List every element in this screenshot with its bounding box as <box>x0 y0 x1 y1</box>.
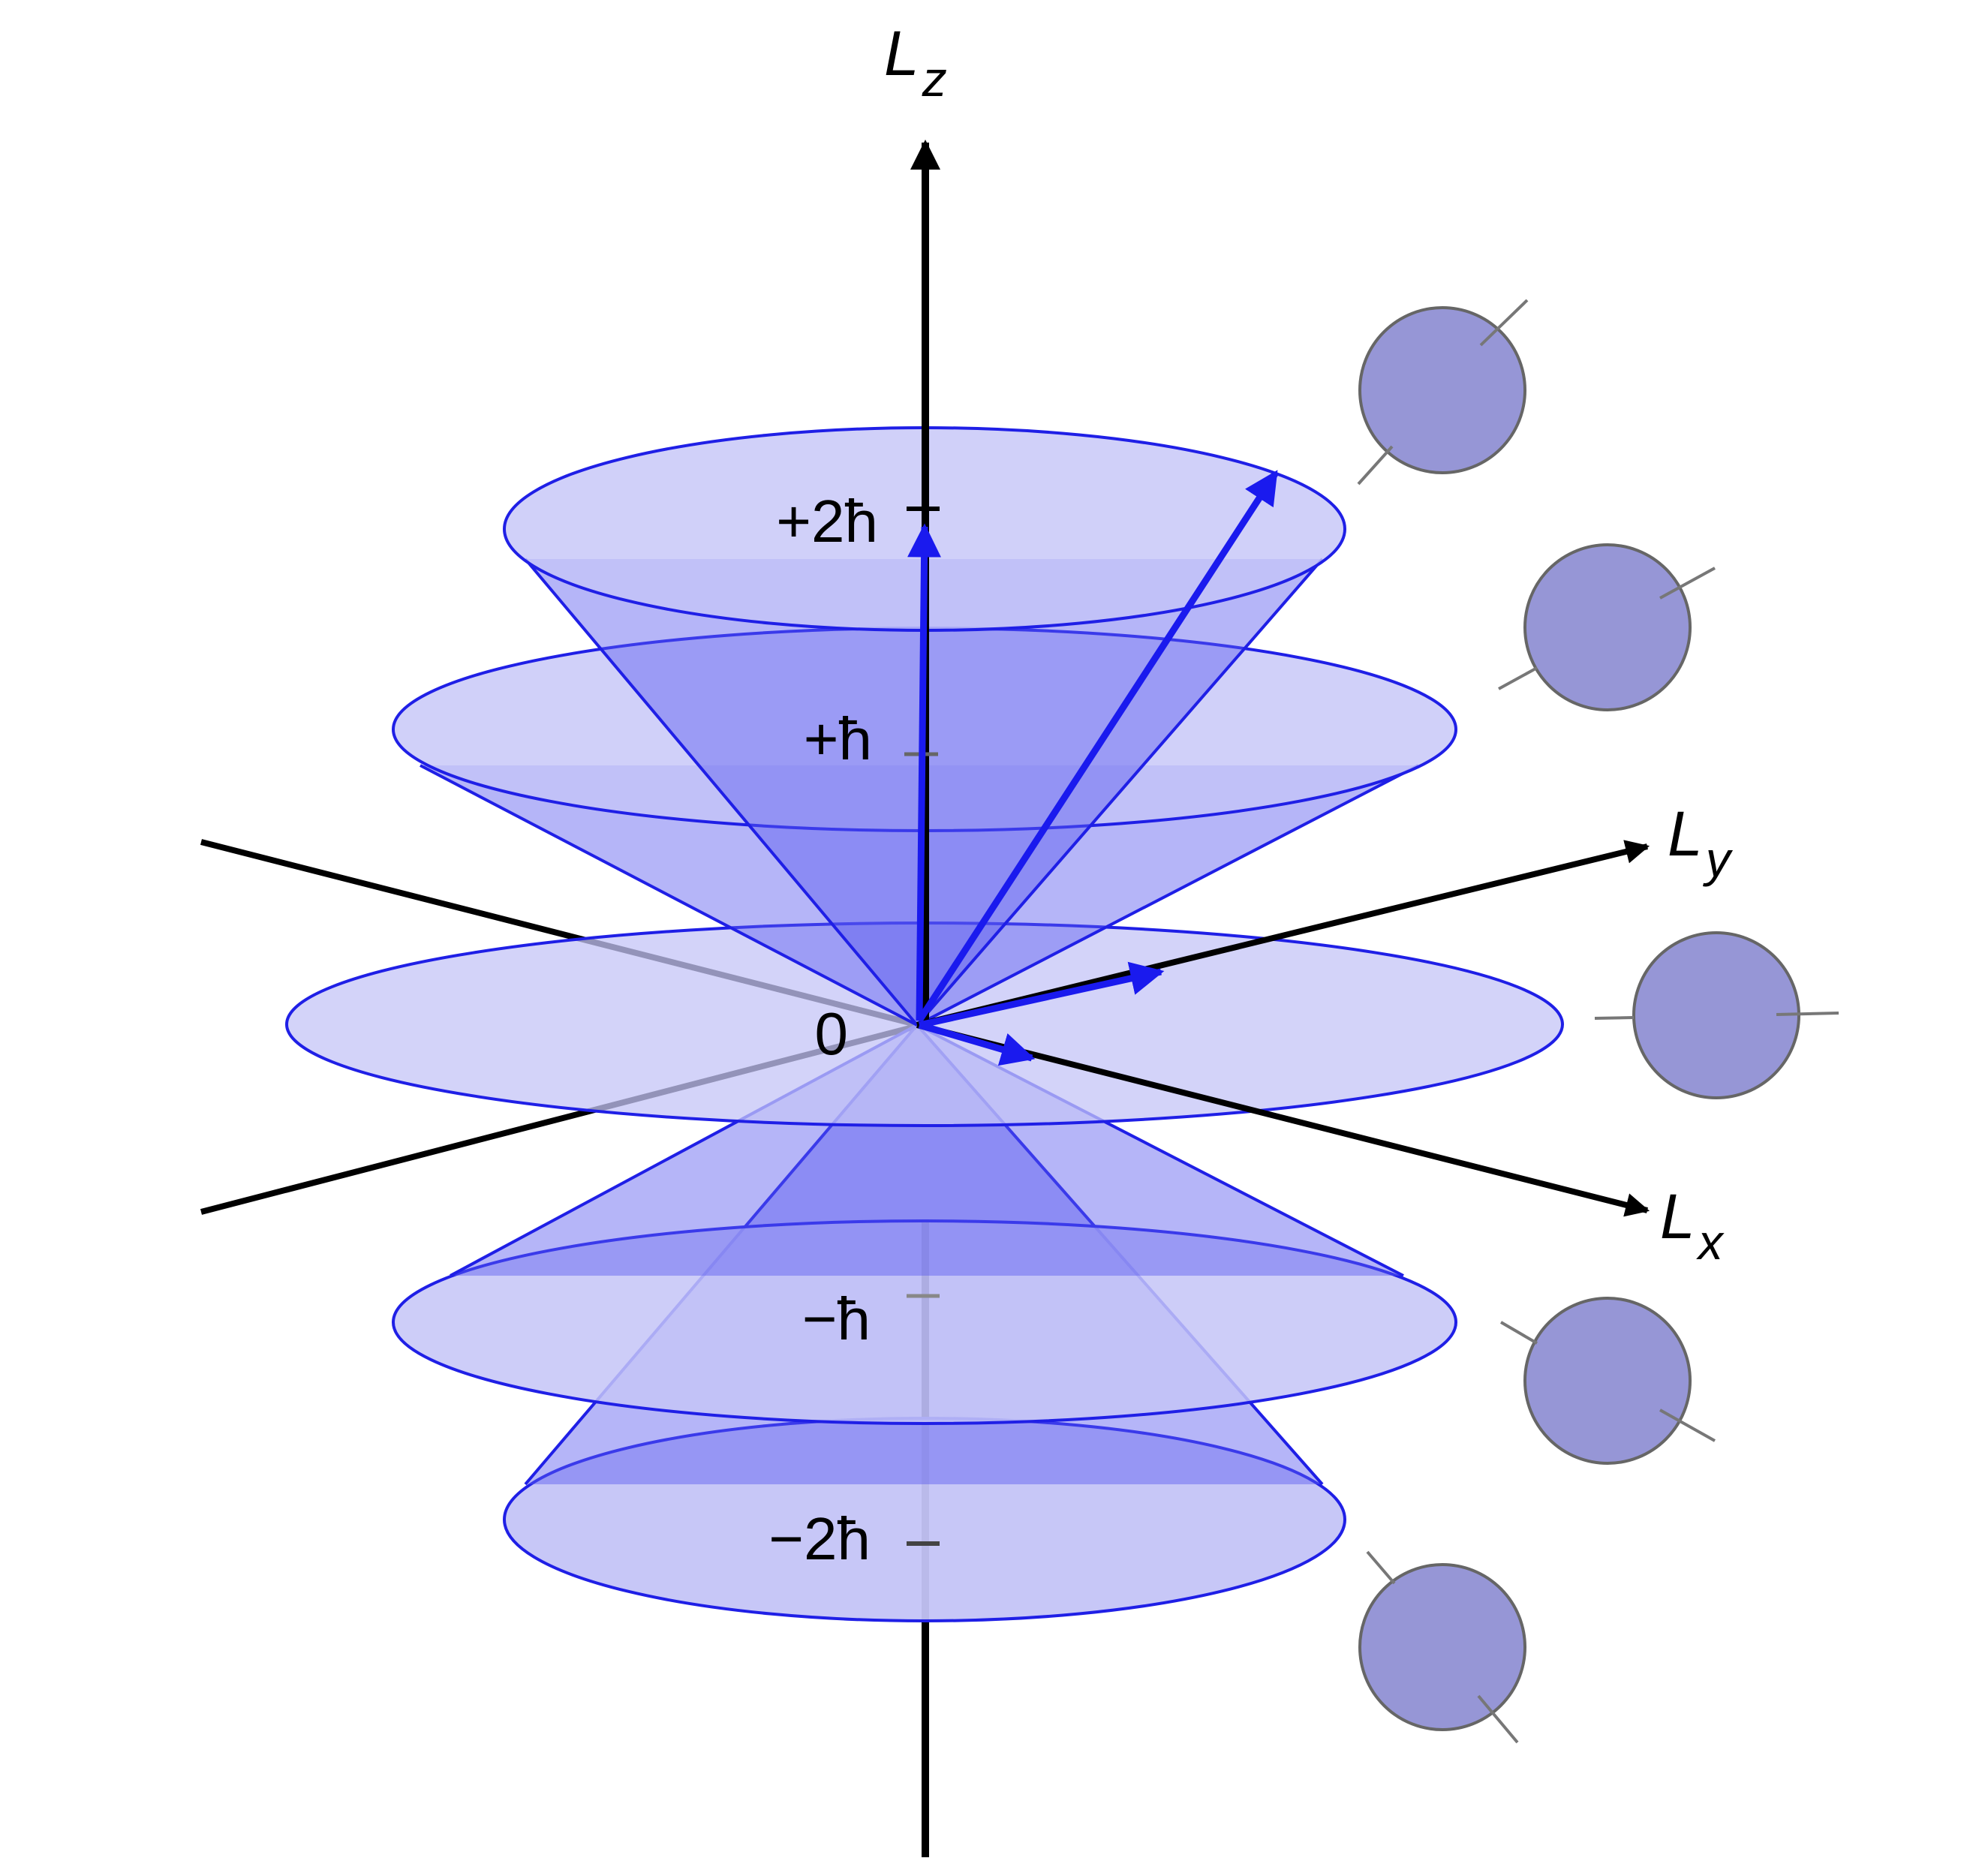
lx-axis-front <box>916 1022 1650 1217</box>
level-label-zero: 0 <box>815 1000 849 1067</box>
vector-m-plus-2 <box>907 523 942 1021</box>
particle-m-minus-2 <box>1358 1550 1526 1744</box>
cone-m-minus-1 <box>450 1025 1403 1276</box>
level-label-plus-1: +ħ <box>804 705 872 772</box>
particle-m-plus-1 <box>1498 543 1716 711</box>
particle-m-plus-2 <box>1357 299 1529 486</box>
particle-m-0 <box>1594 931 1839 1099</box>
level-label-minus-1: −ħ <box>802 1285 871 1352</box>
ly-axis-label: Ly <box>1668 798 1734 887</box>
disk-m-minus-1 <box>392 1219 1457 1425</box>
vector-m-0-x <box>918 1021 1036 1066</box>
vector-m-0-y <box>919 961 1165 1029</box>
cone-m-plus-2-edge-left <box>524 558 919 1027</box>
cone-m-plus-2-edge-right <box>916 558 1324 1027</box>
level-label-plus-2: +2ħ <box>776 488 878 555</box>
cone-m-plus-1-edge-right <box>916 764 1419 1027</box>
cone-m-plus-1-edge-left <box>420 764 918 1027</box>
lz-axis-label: Lz <box>884 18 947 107</box>
vector-m-plus-1 <box>916 470 1279 1023</box>
lx-axis-label: Lx <box>1660 1181 1725 1270</box>
level-label-minus-2: −2ħ <box>768 1505 871 1572</box>
particle-m-minus-1 <box>1499 1297 1716 1465</box>
